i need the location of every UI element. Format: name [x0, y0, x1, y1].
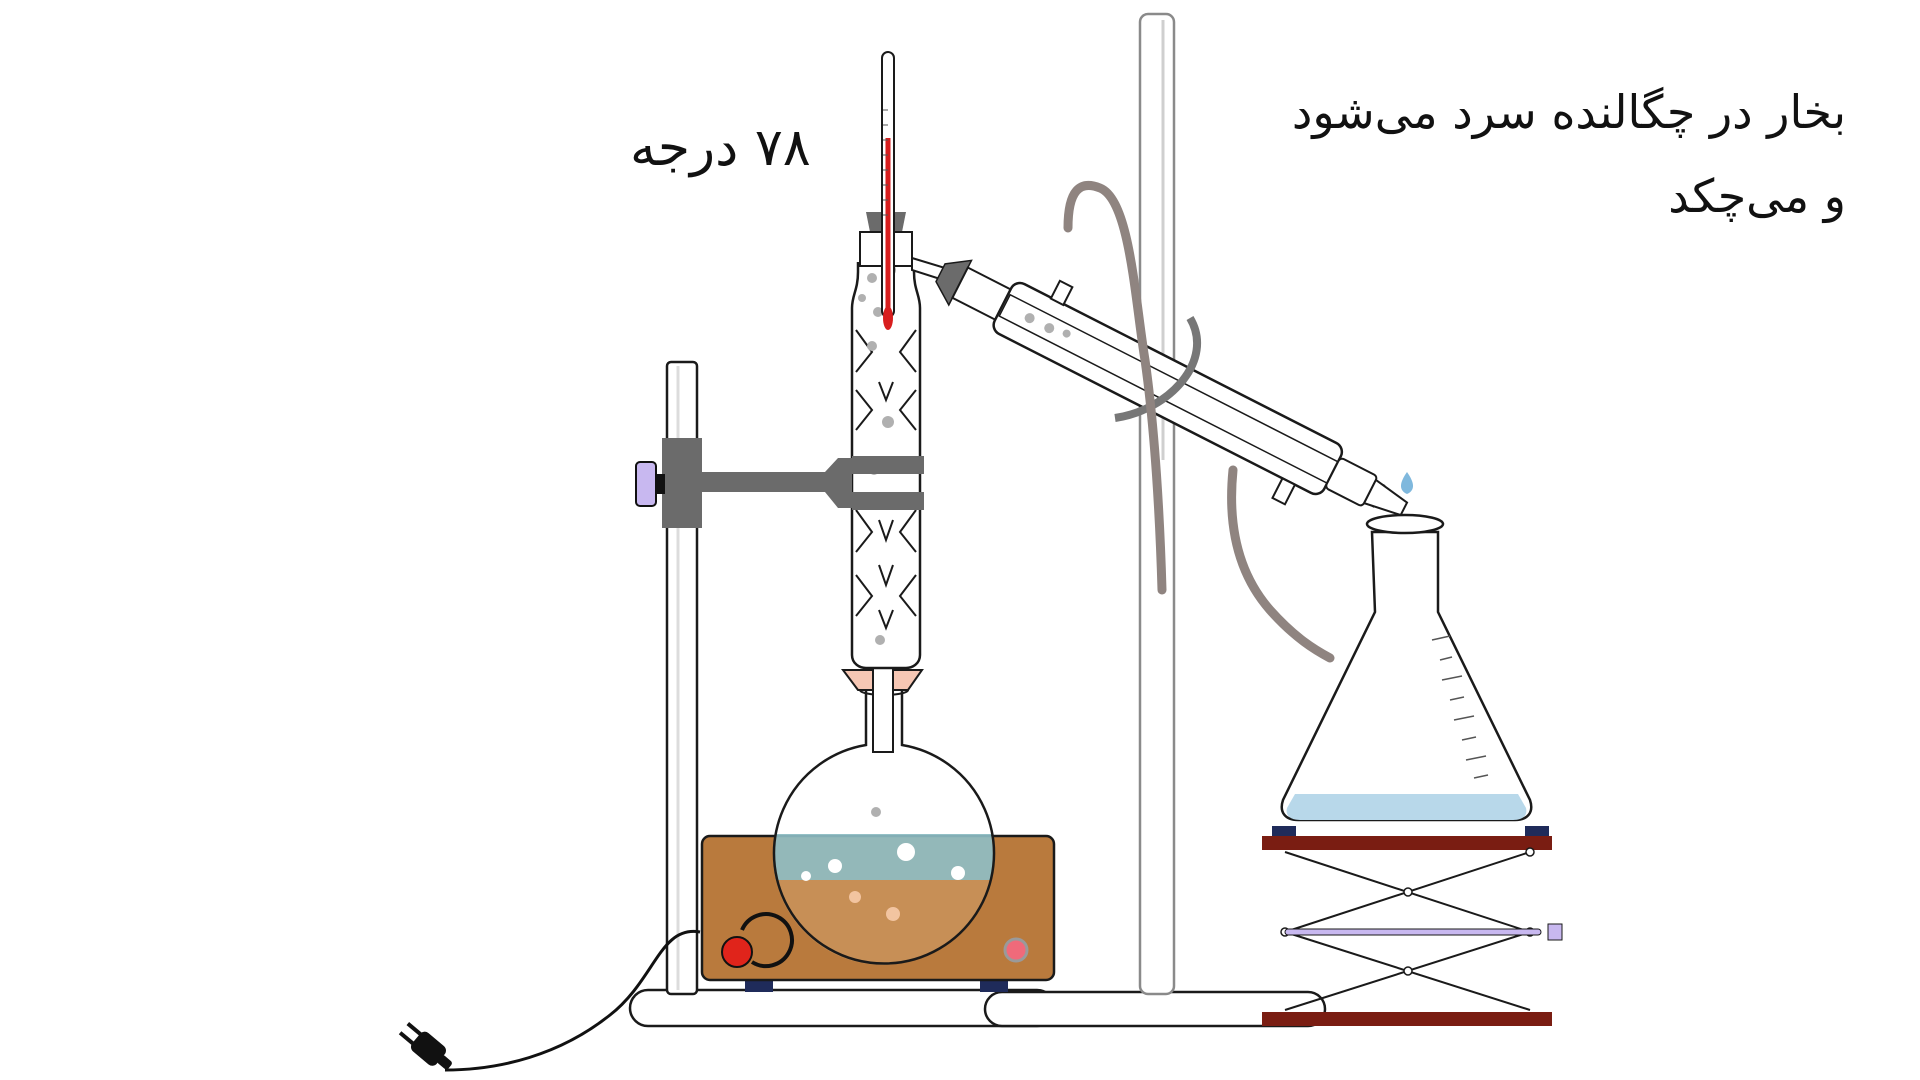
lab-jack-foot-1 [1272, 826, 1296, 836]
condenser-caption: بخار در چگالنده سرد می‌شود و می‌چکد [1292, 70, 1846, 238]
lab-jack-top-plate [1262, 836, 1552, 850]
boiling-bubbles [801, 843, 965, 921]
condenser-water-inlet [1049, 279, 1074, 307]
lab-jack [1262, 826, 1563, 1026]
lab-jack-screw [1284, 928, 1542, 936]
thermometer-mercury [885, 138, 891, 310]
water-tubing [1063, 180, 1335, 663]
lab-jack-screw-knob [1547, 923, 1563, 941]
collected-distillate [1286, 794, 1527, 820]
thermometer [881, 51, 895, 330]
temperature-knob-icon [721, 912, 794, 968]
erlenmeyer-flask [1280, 513, 1533, 822]
condenser-water-outlet [1271, 477, 1297, 506]
caption-line-2: و می‌چکد [1668, 169, 1846, 223]
temperature-label: ۷۸ درجه [630, 118, 811, 178]
lab-jack-foot-2 [1525, 826, 1549, 836]
hot-plate-foot-right [980, 980, 1008, 992]
graduation-marks [1431, 635, 1489, 779]
clamp-boss [662, 438, 702, 528]
column-indentations [855, 329, 917, 631]
clamp-knob [635, 461, 657, 507]
liquid-layer-top [773, 834, 993, 880]
distillate-droplet [1400, 472, 1414, 494]
hot-plate-foot-left [745, 980, 773, 992]
flask-stopper [841, 659, 924, 753]
power-cord [398, 929, 701, 1072]
caption-line-1: بخار در چگالنده سرد می‌شود [1291, 85, 1846, 139]
electric-plug-icon [398, 1022, 452, 1070]
condenser-clamp [1114, 315, 1202, 422]
lab-jack-bottom-plate [1262, 1012, 1552, 1026]
condenser [935, 259, 1409, 517]
column-clamp [635, 438, 924, 528]
clamp-arm [700, 472, 840, 492]
power-indicator-light [1003, 937, 1029, 963]
